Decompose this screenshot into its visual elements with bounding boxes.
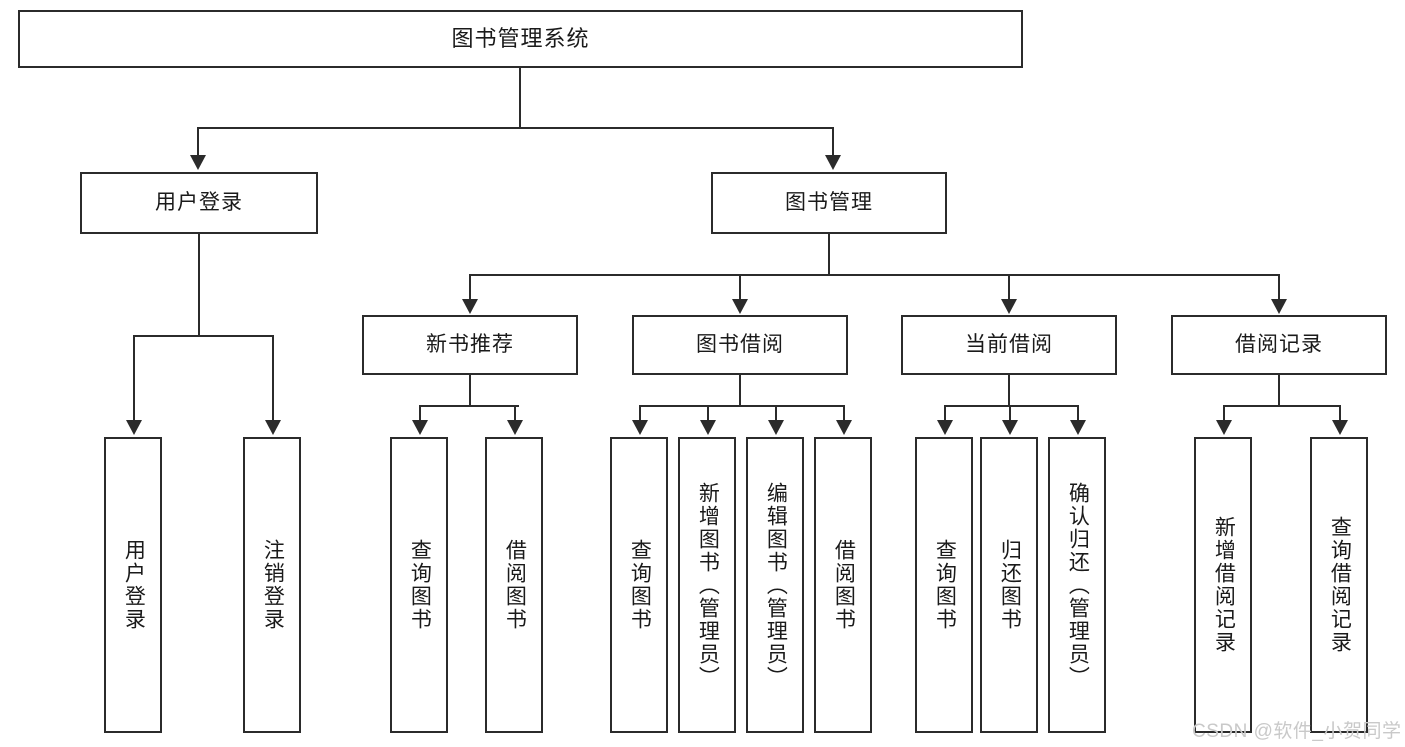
arrow-borrow-to-leaf4 xyxy=(836,420,852,435)
node-borrow-records[interactable]: 借阅记录 xyxy=(1171,315,1387,375)
edge-current-stem xyxy=(1008,375,1010,407)
leaf-add-book-admin[interactable]: 新增图书（管理员） xyxy=(678,437,736,733)
arrow-records-to-leaf2 xyxy=(1332,420,1348,435)
arrow-books-to-new xyxy=(462,299,478,314)
edge-records-stem xyxy=(1278,375,1280,407)
leaf-query-borrow-record-label: 查询借阅记录 xyxy=(1328,516,1352,654)
leaf-query-books-new[interactable]: 查询图书 xyxy=(390,437,448,733)
leaf-add-book-admin-label: 新增图书（管理员） xyxy=(696,481,720,689)
leaf-query-books-borrow-label: 查询图书 xyxy=(628,539,652,631)
edge-borrow-stem xyxy=(739,375,741,407)
edge-records-to-leaf1 xyxy=(1223,405,1225,422)
leaf-return-books-label: 归还图书 xyxy=(998,539,1022,631)
edge-books-bar xyxy=(469,274,1278,276)
leaf-confirm-return-admin[interactable]: 确认归还（管理员） xyxy=(1048,437,1106,733)
edge-current-to-leaf1 xyxy=(944,405,946,422)
arrow-borrow-to-leaf2 xyxy=(700,420,716,435)
arrow-books-to-borrow xyxy=(732,299,748,314)
leaf-query-books-current-label: 查询图书 xyxy=(933,539,957,631)
node-current-borrow[interactable]: 当前借阅 xyxy=(901,315,1117,375)
leaf-return-books[interactable]: 归还图书 xyxy=(980,437,1038,733)
edge-borrow-to-leaf3 xyxy=(775,405,777,422)
edge-books-to-new xyxy=(469,274,471,301)
arrow-current-to-leaf3 xyxy=(1070,420,1086,435)
edge-login-bar xyxy=(133,335,273,337)
edge-root-stem xyxy=(519,68,521,128)
leaf-borrow-books-new-label: 借阅图书 xyxy=(503,539,527,631)
leaf-borrow-books-new[interactable]: 借阅图书 xyxy=(485,437,543,733)
edge-borrow-to-leaf1 xyxy=(639,405,641,422)
leaf-edit-book-admin[interactable]: 编辑图书（管理员） xyxy=(746,437,804,733)
leaf-add-borrow-record[interactable]: 新增借阅记录 xyxy=(1194,437,1252,733)
arrow-current-to-leaf2 xyxy=(1002,420,1018,435)
arrow-new-to-leaf1 xyxy=(412,420,428,435)
arrow-new-to-leaf2 xyxy=(507,420,523,435)
edge-borrow-bar xyxy=(639,405,843,407)
arrow-books-to-records xyxy=(1271,299,1287,314)
leaf-user-login[interactable]: 用户登录 xyxy=(104,437,162,733)
edge-current-to-leaf2 xyxy=(1009,405,1011,422)
edge-books-stem xyxy=(828,234,830,276)
node-user-login[interactable]: 用户登录 xyxy=(80,172,318,234)
arrow-borrow-to-leaf1 xyxy=(632,420,648,435)
leaf-add-borrow-record-label: 新增借阅记录 xyxy=(1212,516,1236,654)
edge-root-to-books xyxy=(832,127,834,157)
arrow-root-to-books xyxy=(825,155,841,170)
leaf-query-books-borrow[interactable]: 查询图书 xyxy=(610,437,668,733)
node-new-book-recommend[interactable]: 新书推荐 xyxy=(362,315,578,375)
edge-books-to-borrow xyxy=(739,274,741,301)
edge-root-to-login xyxy=(197,127,199,157)
leaf-logout-label: 注销登录 xyxy=(261,539,285,631)
edge-current-to-leaf3 xyxy=(1077,405,1079,422)
leaf-query-borrow-record[interactable]: 查询借阅记录 xyxy=(1310,437,1368,733)
edge-new-stem xyxy=(469,375,471,407)
arrow-login-to-leaf2 xyxy=(265,420,281,435)
edge-new-to-leaf2 xyxy=(514,405,516,422)
leaf-borrow-books-label: 借阅图书 xyxy=(832,539,856,631)
arrow-books-to-current xyxy=(1001,299,1017,314)
edge-new-bar xyxy=(419,405,519,407)
node-root[interactable]: 图书管理系统 xyxy=(18,10,1023,68)
leaf-borrow-books[interactable]: 借阅图书 xyxy=(814,437,872,733)
edge-records-to-leaf2 xyxy=(1339,405,1341,422)
leaf-query-books-new-label: 查询图书 xyxy=(408,539,432,631)
edge-records-bar xyxy=(1223,405,1339,407)
edge-books-to-current xyxy=(1008,274,1010,301)
node-book-management[interactable]: 图书管理 xyxy=(711,172,947,234)
leaf-logout[interactable]: 注销登录 xyxy=(243,437,301,733)
edge-login-to-leaf2 xyxy=(272,335,274,422)
arrow-root-to-login xyxy=(190,155,206,170)
arrow-borrow-to-leaf3 xyxy=(768,420,784,435)
leaf-edit-book-admin-label: 编辑图书（管理员） xyxy=(764,481,788,689)
edge-login-to-leaf1 xyxy=(133,335,135,422)
edge-new-to-leaf1 xyxy=(419,405,421,422)
edge-borrow-to-leaf2 xyxy=(707,405,709,422)
leaf-confirm-return-admin-label: 确认归还（管理员） xyxy=(1066,481,1090,689)
arrow-current-to-leaf1 xyxy=(937,420,953,435)
edge-login-stem xyxy=(198,234,200,337)
arrow-login-to-leaf1 xyxy=(126,420,142,435)
edge-borrow-to-leaf4 xyxy=(843,405,845,422)
leaf-user-login-label: 用户登录 xyxy=(122,539,146,631)
leaf-query-books-current[interactable]: 查询图书 xyxy=(915,437,973,733)
node-book-borrow[interactable]: 图书借阅 xyxy=(632,315,848,375)
edge-books-to-records xyxy=(1278,274,1280,301)
arrow-records-to-leaf1 xyxy=(1216,420,1232,435)
edge-root-bar xyxy=(197,127,834,129)
